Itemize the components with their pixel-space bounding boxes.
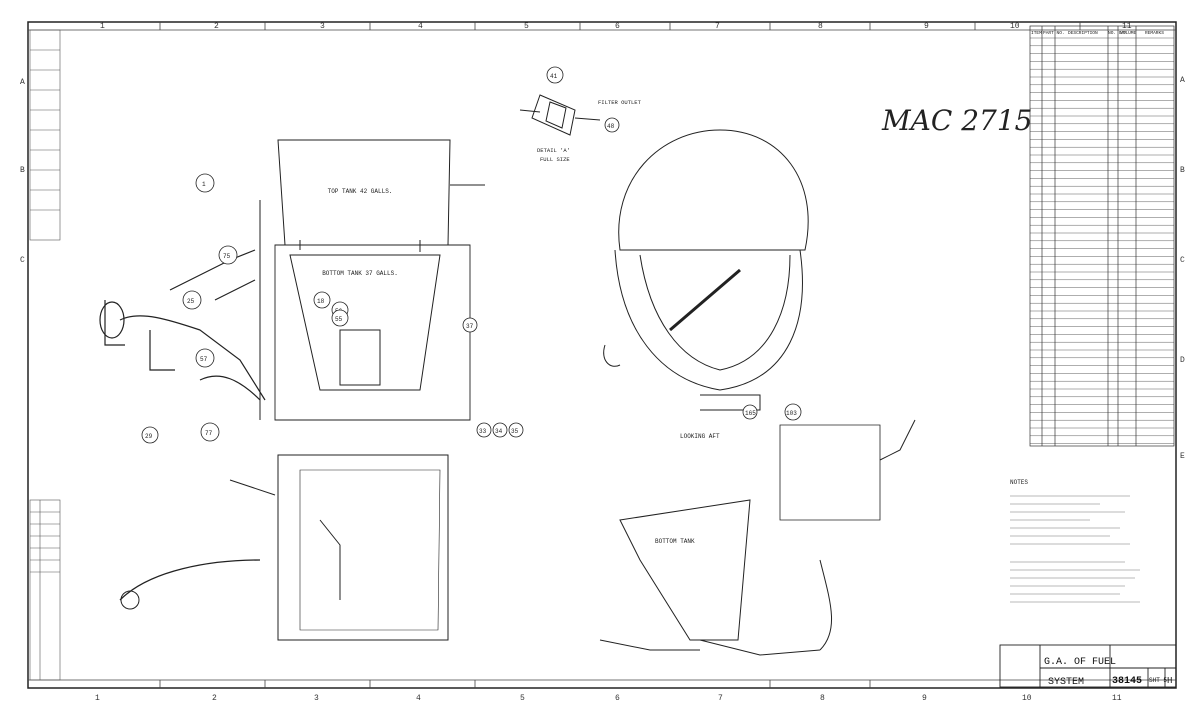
top-tank	[259, 139, 485, 421]
svg-text:6: 6	[615, 22, 620, 31]
svg-text:8: 8	[818, 22, 823, 31]
svg-text:FULL SIZE: FULL SIZE	[540, 156, 570, 163]
svg-text:1: 1	[95, 694, 100, 703]
svg-text:37: 37	[466, 323, 474, 330]
looking-aft-label: LOOKING AFT	[680, 433, 720, 440]
svg-text:57: 57	[200, 356, 208, 363]
svg-text:75: 75	[223, 253, 231, 260]
col-num-top-1: 1	[100, 22, 105, 31]
svg-text:A: A	[20, 78, 25, 87]
svg-text:77: 77	[205, 430, 213, 437]
revision-strip	[29, 29, 61, 681]
bottom-tank-side	[599, 419, 916, 656]
svg-text:2: 2	[214, 22, 219, 31]
detail-a-label: DETAIL 'A'	[537, 147, 570, 154]
left-pipework	[99, 249, 266, 401]
parts-list-table	[1029, 25, 1175, 447]
svg-text:B: B	[20, 166, 25, 175]
callout-balloons: 1 75 25 57 77 56 18 55 29 37 33 34 35 41…	[141, 66, 802, 444]
svg-text:11: 11	[1122, 22, 1132, 31]
svg-text:29: 29	[145, 433, 153, 440]
svg-text:25: 25	[187, 298, 195, 305]
svg-text:DESCRIPTION: DESCRIPTION	[1068, 30, 1098, 36]
svg-text:6: 6	[615, 694, 620, 703]
lower-tank	[119, 454, 449, 641]
svg-text:165: 165	[745, 410, 756, 417]
svg-text:11: 11	[1112, 694, 1122, 703]
notes-title: NOTES	[1010, 479, 1028, 486]
svg-text:A: A	[1180, 76, 1185, 85]
svg-text:48: 48	[607, 123, 615, 130]
svg-text:E: E	[1180, 452, 1185, 461]
svg-text:18: 18	[317, 298, 325, 305]
svg-text:55: 55	[335, 316, 343, 323]
svg-text:C: C	[1180, 256, 1185, 265]
bottom-tank-side-label: BOTTOM TANK	[655, 538, 695, 545]
svg-text:8: 8	[820, 694, 825, 703]
svg-text:9: 9	[922, 694, 927, 703]
drawing-frame	[27, 21, 1177, 689]
detail-a	[519, 94, 601, 136]
svg-text:2: 2	[212, 694, 217, 703]
drawing-number: 38145	[1112, 676, 1142, 687]
svg-text:3: 3	[314, 694, 319, 703]
svg-text:FILTER OUTLET: FILTER OUTLET	[598, 99, 642, 106]
svg-text:4: 4	[418, 22, 423, 31]
svg-text:10: 10	[1022, 694, 1032, 703]
title-text: G.A. OF FUEL	[1044, 657, 1116, 668]
svg-text:7: 7	[715, 22, 720, 31]
svg-text:PART NO.: PART NO.	[1043, 30, 1065, 36]
svg-text:5: 5	[524, 22, 529, 31]
svg-text:35: 35	[511, 428, 519, 435]
svg-text:103: 103	[786, 410, 797, 417]
svg-text:REMARKS: REMARKS	[1145, 30, 1164, 36]
notes-lines	[1010, 495, 1140, 603]
svg-text:B: B	[1180, 166, 1185, 175]
svg-text:D: D	[1180, 356, 1185, 365]
svg-text:3: 3	[320, 22, 325, 31]
svg-text:4: 4	[416, 694, 421, 703]
svg-text:5: 5	[520, 694, 525, 703]
svg-text:NO. OFF: NO. OFF	[1108, 30, 1127, 36]
svg-text:34: 34	[495, 428, 503, 435]
svg-text:C: C	[20, 256, 25, 265]
title-block	[999, 644, 1177, 688]
top-tank-label: TOP TANK 42 GALLS.	[328, 188, 393, 195]
svg-text:7: 7	[718, 694, 723, 703]
svg-text:10: 10	[1010, 22, 1020, 31]
subtitle-text: SYSTEM	[1048, 677, 1084, 688]
svg-text:9: 9	[924, 22, 929, 31]
svg-text:1: 1	[202, 181, 206, 188]
svg-text:VOLUME: VOLUME	[1120, 30, 1137, 36]
looking-aft-view	[603, 129, 809, 411]
sheet-number: SHT 5	[1149, 677, 1167, 684]
issue-letter: H	[1167, 676, 1172, 686]
svg-text:41: 41	[550, 73, 558, 80]
svg-text:33: 33	[479, 428, 487, 435]
handwritten-note: MAC 2715	[881, 104, 1032, 137]
svg-text:ITEM: ITEM	[1031, 30, 1042, 36]
bottom-tank-label: BOTTOM TANK 37 GALLS.	[322, 270, 398, 277]
